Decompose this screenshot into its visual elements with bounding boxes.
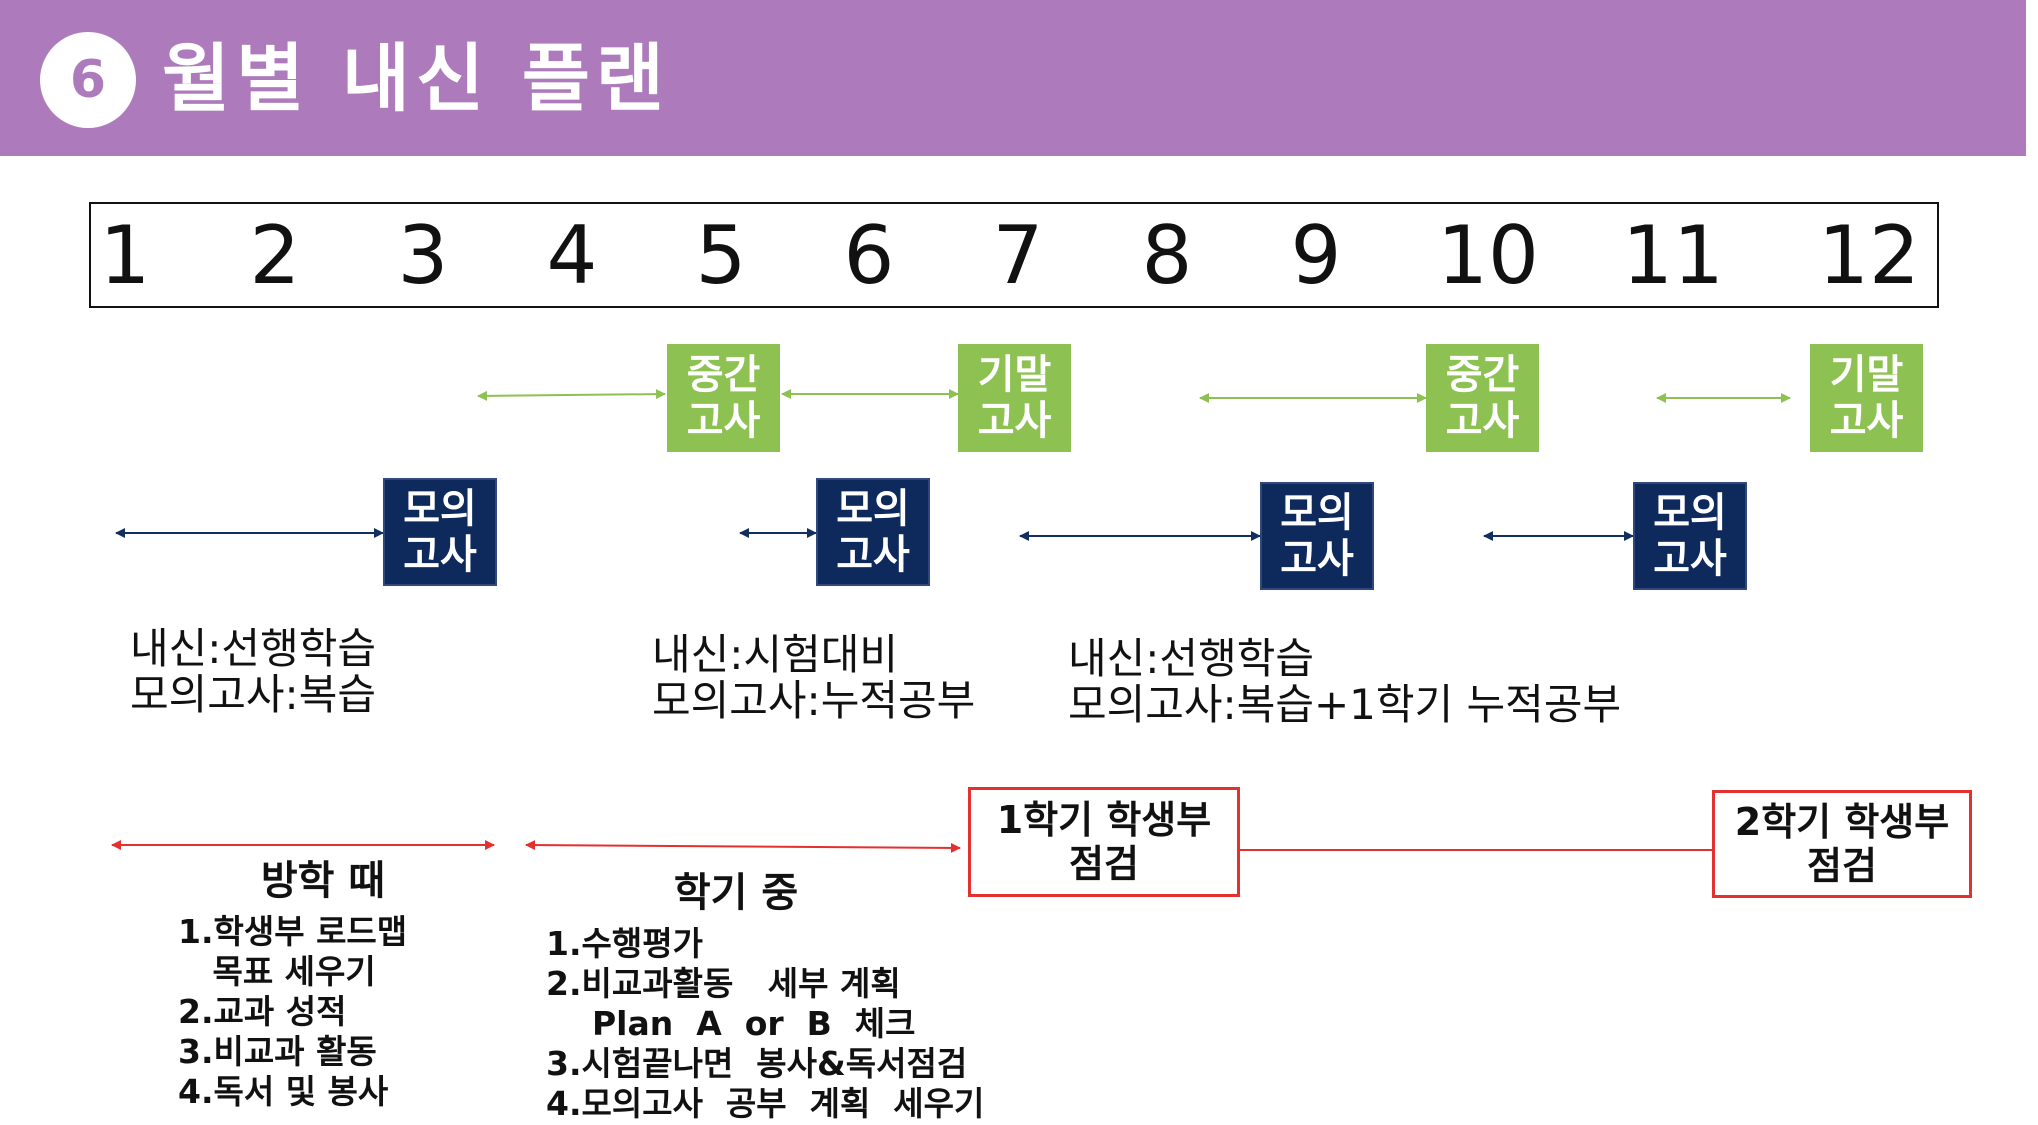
month-label-7: 7 [992,209,1044,302]
month-label-10: 10 [1437,209,1539,302]
checkpoint-semester-2: 2학기 학생부 점검 [1712,790,1972,898]
month-label-8: 8 [1141,209,1193,302]
checkpoint-semester-1: 1학기 학생부 점검 [968,787,1240,897]
section-number-badge: 6 [40,32,136,128]
semester-plan-item: Plan A or B 체크 [546,1004,916,1043]
vacation-plan-item: 2.교과 성적 [178,992,347,1031]
page-title: 월별 내신 플랜 [162,36,671,122]
month-timeline-bar: 1 2 3 4 5 6 7 8 9 10 11 12 [89,202,1939,308]
final-exam-box-2: 기말 고사 [1810,344,1923,452]
semester-plan-item: 4.모의고사 공부 계획 세우기 [546,1084,985,1123]
header-banner: 6 월별 내신 플랜 [0,0,2026,156]
month-label-9: 9 [1290,209,1342,302]
month-label-2: 2 [249,209,301,302]
note-early-months: 내신:선행학습 모의고사:복습 [130,624,376,719]
month-label-11: 11 [1622,209,1724,302]
month-label-6: 6 [843,209,895,302]
mock-exam-box-3: 모의 고사 [1260,482,1374,590]
month-label-4: 4 [546,209,598,302]
midterm-exam-box-1: 중간 고사 [667,344,780,452]
final-exam-box-1: 기말 고사 [958,344,1071,452]
semester-plan-item: 3.시험끝나면 봉사&독서점검 [546,1044,968,1083]
mock-exam-box-2: 모의 고사 [816,478,930,586]
month-label-12: 12 [1818,209,1920,302]
vacation-plan-title: 방학 때 [260,858,386,904]
mock-exam-box-4: 모의 고사 [1633,482,1747,590]
arrow-semester-span [525,840,961,853]
vacation-plan-item: 1.학생부 로드맵 [178,912,408,951]
semester-plan-item: 2.비교과활동 세부 계획 [546,964,901,1003]
vacation-plan-block: 방학 때 1.학생부 로드맵 목표 세우기 2.교과 성적 3.비교과 활동 4… [178,858,468,1112]
midterm-exam-box-2: 중간 고사 [1426,344,1539,452]
vacation-plan-item: 3.비교과 활동 [178,1032,377,1071]
vacation-plan-item: 4.독서 및 봉사 [178,1072,389,1111]
arrow-to-midterm-1 [477,389,666,401]
semester-plan-block: 학기 중 1.수행평가 2.비교과활동 세부 계획 Plan A or B 체크… [546,870,1016,1124]
month-label-3: 3 [397,209,449,302]
note-mid-months: 내신:시험대비 모의고사:누적공부 [652,630,976,725]
mock-exam-box-1: 모의 고사 [383,478,497,586]
note-late-months: 내신:선행학습 모의고사:복습+1학기 누적공부 [1068,634,1622,729]
semester-plan-title: 학기 중 [673,870,799,916]
month-label-5: 5 [695,209,747,302]
semester-plan-item: 1.수행평가 [546,924,703,963]
month-label-1: 1 [99,209,151,302]
vacation-plan-item: 목표 세우기 [178,952,376,991]
